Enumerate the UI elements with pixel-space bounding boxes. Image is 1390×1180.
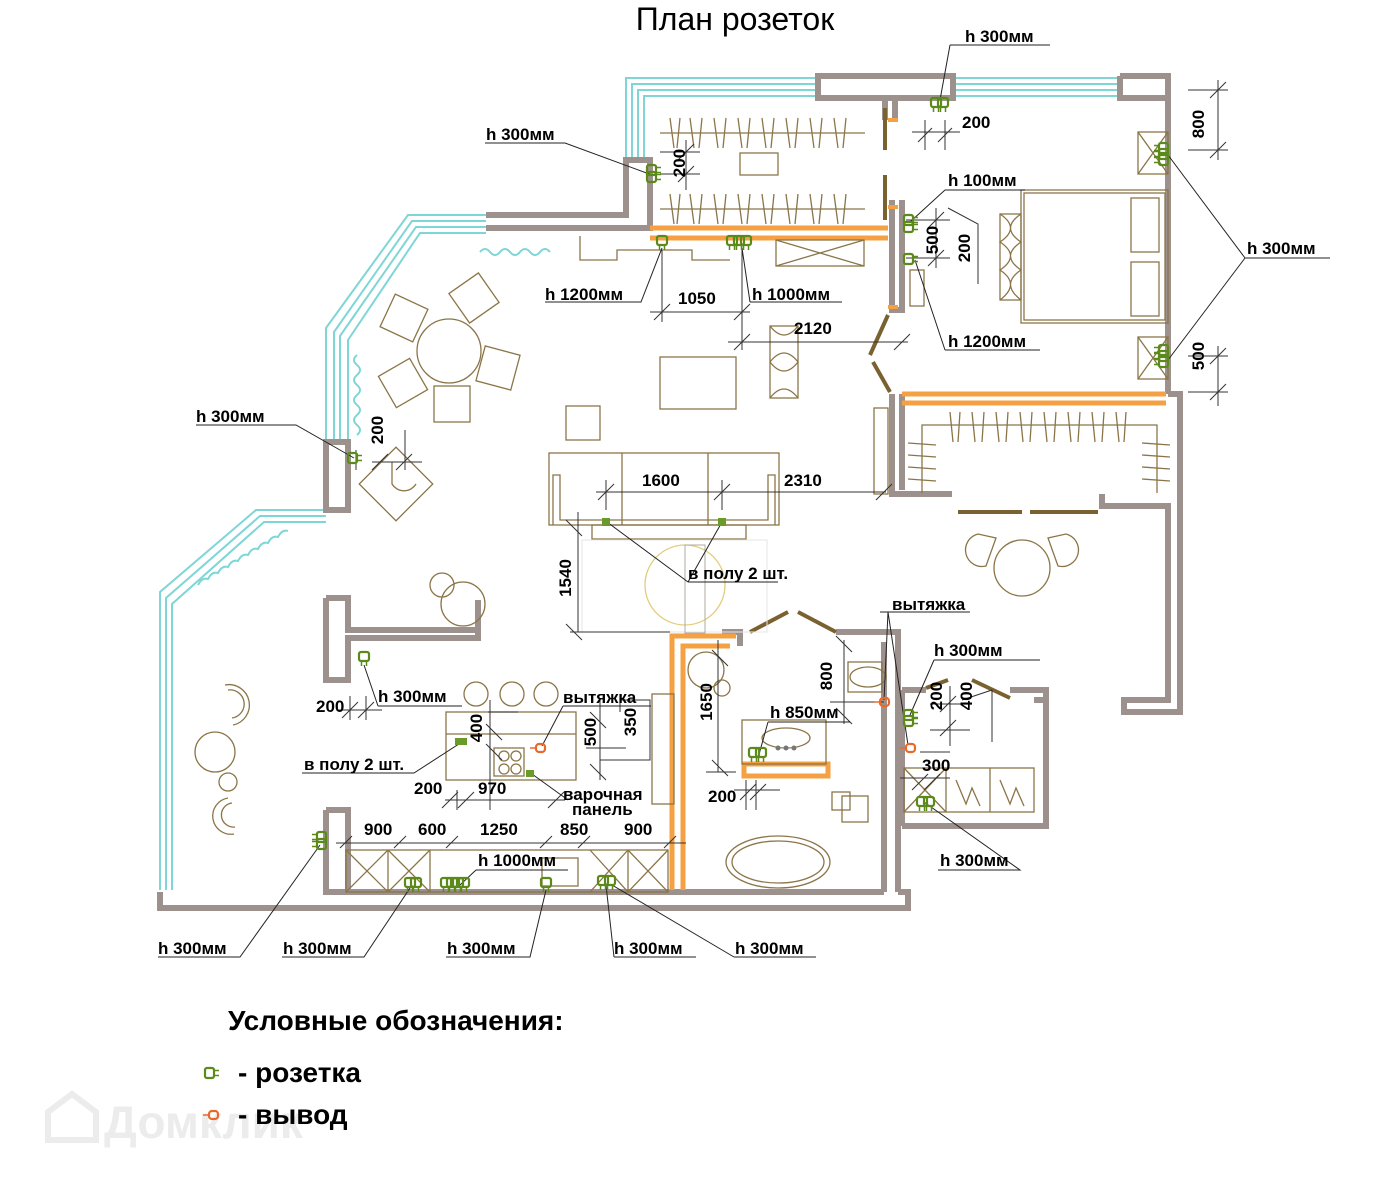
label-top-h300: h 300мм (965, 27, 1034, 46)
label-sofa-1600: 1600 (642, 471, 680, 490)
socket-icon (357, 650, 371, 668)
socket-icon (902, 220, 920, 234)
label-laundry-h300-bottom: h 300мм (940, 851, 1009, 870)
legend: Условные обозначения: - розетка - вывод (201, 1005, 564, 1130)
label-living-h300: h 300мм (196, 407, 265, 426)
floor-socket-icon (718, 518, 726, 526)
label-laundry-400: 400 (957, 682, 976, 710)
legend-item-outlet: - вывод (201, 1099, 348, 1130)
label-kitchen-hood: вытяжка (563, 688, 637, 707)
label-sofa-1540: 1540 (556, 559, 575, 597)
label-bath-1650: 1650 (697, 683, 716, 721)
label-bottom-h300-5: h 300мм (735, 939, 804, 958)
label-hall-h1200: h 1200мм (545, 285, 623, 304)
leader-lines (158, 44, 1330, 958)
watermark-text: Домклик (104, 1096, 304, 1148)
label-counter-900a: 900 (364, 820, 392, 839)
doors (749, 108, 1098, 700)
label-bed-h1200: h 1200мм (948, 332, 1026, 351)
label-bath-200: 200 (708, 787, 736, 806)
label-counter-1250: 1250 (480, 820, 518, 839)
label-bedside-800: 800 (1189, 110, 1208, 138)
label-cooktop-2: панель (572, 800, 633, 819)
dimension-lines (336, 80, 1228, 849)
label-floor-sockets-kitchen: в полу 2 шт. (304, 755, 404, 774)
label-laundry-h300-top: h 300мм (934, 641, 1003, 660)
legend-label-outlet: - вывод (238, 1099, 348, 1130)
label-kitchen-200-left: 200 (316, 697, 344, 716)
label-kitchen-970: 970 (478, 779, 506, 798)
watermark: Домклик (45, 1090, 304, 1148)
label-bottom-h300-3: h 300мм (447, 939, 516, 958)
label-kitchen-h300: h 300мм (378, 687, 447, 706)
floor-socket-icon (526, 770, 534, 777)
label-bedside-500: 500 (1189, 342, 1208, 370)
cable-runs (650, 118, 1166, 890)
dimension-labels: h 300мм 200 h 300мм 200 h 100мм 500 200 … (158, 27, 1316, 958)
label-bottom-h300-2: h 300мм (283, 939, 352, 958)
label-living-200: 200 (368, 416, 387, 444)
label-laundry-200: 200 (927, 682, 946, 710)
socket-icon (922, 795, 936, 813)
legend-item-socket: - розетка (203, 1057, 361, 1088)
label-kitchen-200-bottom: 200 (414, 779, 442, 798)
sockets (310, 96, 1170, 894)
label-counter-850: 850 (560, 820, 588, 839)
label-wc-hood: вытяжка (892, 595, 966, 614)
windows (159, 77, 1120, 890)
label-bottom-h300-1: h 300мм (158, 939, 227, 958)
label-hall-1050: 1050 (678, 289, 716, 308)
legend-title: Условные обозначения: (228, 1005, 564, 1036)
label-kitchen-400: 400 (467, 714, 486, 742)
label-floor-sockets-living: в полу 2 шт. (688, 564, 788, 583)
label-counter-900b: 900 (624, 820, 652, 839)
furniture (194, 117, 1171, 893)
label-wc-800: 800 (817, 662, 836, 690)
label-cooktop-1: варочная (563, 785, 643, 804)
label-bed-200: 200 (955, 234, 974, 262)
label-bed-h100: h 100мм (948, 171, 1017, 190)
legend-label-socket: - розетка (238, 1057, 361, 1088)
label-hall-h1000: h 1000мм (752, 285, 830, 304)
label-bed-500: 500 (923, 226, 942, 254)
label-wardrobe-200: 200 (670, 149, 689, 177)
socket-icon (915, 795, 929, 813)
floor-socket-icon (602, 518, 610, 526)
label-wardrobe-h300: h 300мм (486, 125, 555, 144)
floor-socket-icon (455, 738, 467, 745)
label-bedside-h300: h 300мм (1247, 239, 1316, 258)
label-kitchen-350: 350 (621, 708, 640, 736)
label-counter-600: 600 (418, 820, 446, 839)
socket-icon (754, 746, 768, 764)
label-top-200: 200 (962, 113, 990, 132)
socket-icon (203, 1066, 221, 1080)
label-bottom-h300-4: h 300мм (614, 939, 683, 958)
label-bath-h850: h 850мм (770, 703, 839, 722)
label-hall-2120: 2120 (794, 319, 832, 338)
label-kitchen-500: 500 (581, 718, 600, 746)
label-laundry-300: 300 (922, 756, 950, 775)
label-counter-h1000: h 1000мм (478, 851, 556, 870)
plan-title: План розеток (636, 1, 835, 37)
label-sofa-2310: 2310 (784, 471, 822, 490)
socket-icon (747, 746, 761, 764)
